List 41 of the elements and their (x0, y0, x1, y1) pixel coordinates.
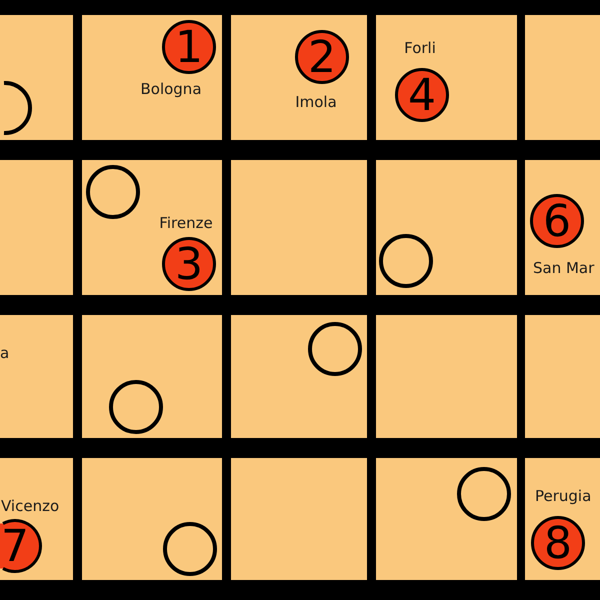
grid-cell (231, 458, 367, 580)
grid-cell (82, 15, 222, 140)
grid-cell (82, 315, 222, 438)
ring-marker (457, 467, 511, 521)
grid-cell (376, 160, 517, 295)
city-label: Perugia (535, 487, 592, 505)
numbered-marker: 3 (162, 237, 216, 291)
city-label: Forli (404, 39, 436, 57)
grid-cell (82, 458, 222, 580)
grid-cell (0, 458, 73, 580)
numbered-marker: 7 (0, 519, 42, 573)
grid-cell (525, 315, 600, 438)
ring-marker (109, 380, 163, 434)
grid-cell (0, 315, 73, 438)
grid-cell (231, 160, 367, 295)
grid-cell (82, 160, 222, 295)
city-label: Vicenzo (1, 497, 60, 515)
ring-marker (308, 322, 362, 376)
grid-cell (525, 15, 600, 140)
numbered-marker: 8 (531, 516, 585, 570)
ring-marker (163, 522, 217, 576)
grid-cell (231, 315, 367, 438)
grid-cell (525, 458, 600, 580)
city-label: Imola (295, 93, 337, 111)
grid-cell (376, 15, 517, 140)
numbered-marker: 2 (295, 30, 349, 84)
grid-cell (231, 15, 367, 140)
numbered-marker: 1 (162, 20, 216, 74)
grid-cell (376, 458, 517, 580)
grid-cell (0, 15, 73, 140)
grid-cell (376, 315, 517, 438)
ring-marker (379, 234, 433, 288)
numbered-marker: 4 (395, 68, 449, 122)
grid-cell (525, 160, 600, 295)
city-label: a (0, 344, 10, 362)
grid-cell (0, 160, 73, 295)
ring-marker (86, 165, 140, 219)
city-label: Bologna (140, 80, 202, 98)
numbered-marker: 6 (530, 194, 584, 248)
city-label: San Mar (533, 259, 594, 277)
city-label: Firenze (159, 214, 213, 232)
